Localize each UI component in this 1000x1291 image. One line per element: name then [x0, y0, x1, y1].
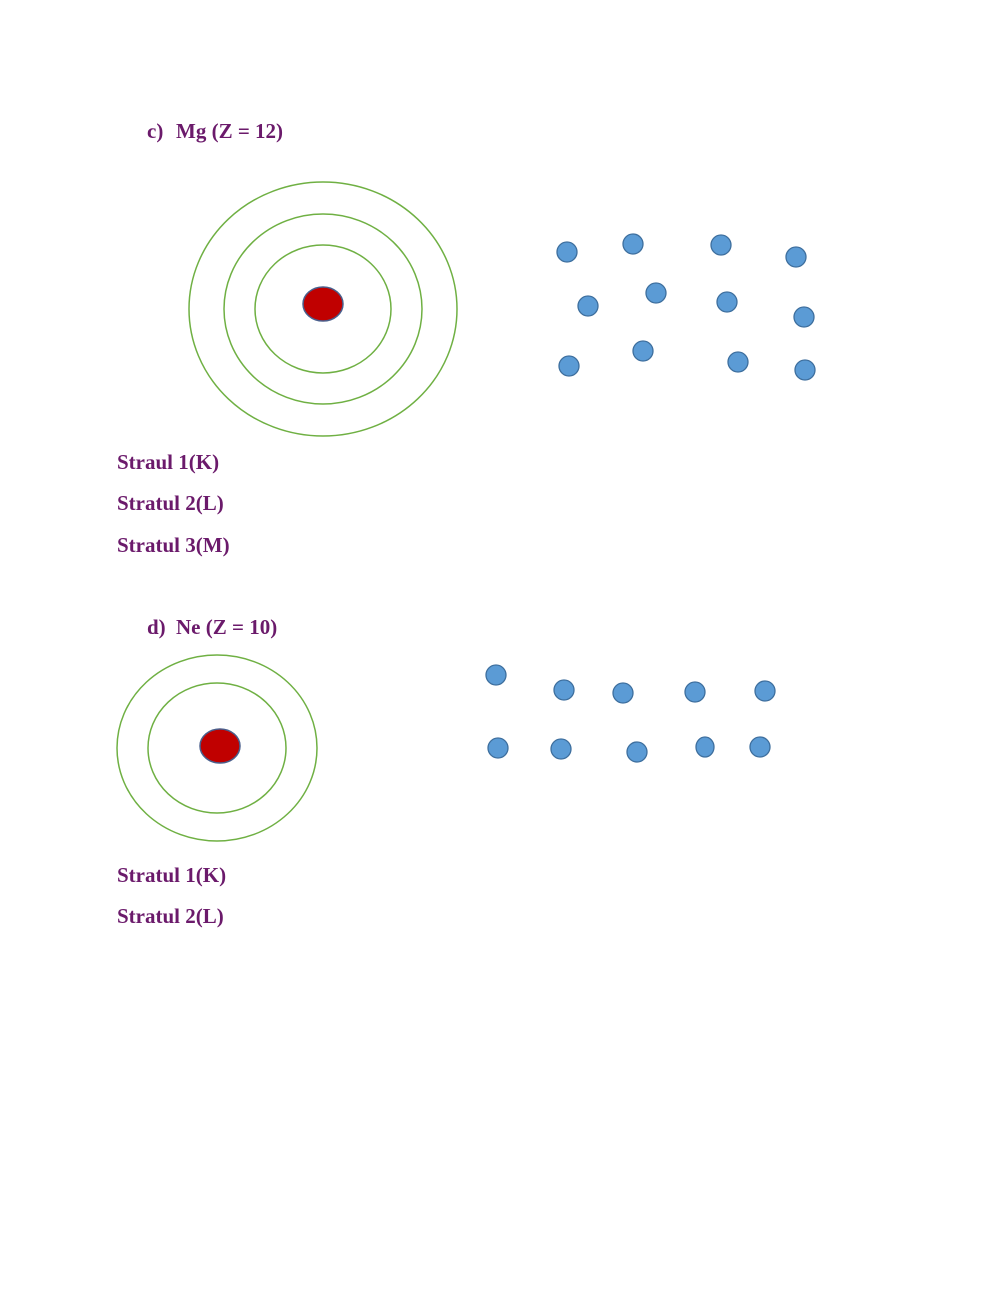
mg-layer-3-label: Stratul 3(M) — [117, 533, 230, 557]
mg-heading: c) Mg (Z = 12) — [147, 121, 283, 142]
electron-token[interactable] — [645, 282, 667, 304]
electron-token[interactable] — [622, 233, 644, 255]
mg-nucleus — [302, 286, 344, 322]
ne-heading-letter: d) — [147, 615, 166, 639]
electron-token[interactable] — [612, 682, 634, 704]
ne-shell-2-ring — [116, 654, 318, 842]
electron-token[interactable] — [553, 679, 575, 701]
electron-token[interactable] — [632, 340, 654, 362]
mg-electron-pool — [556, 233, 816, 381]
electron-token[interactable] — [727, 351, 749, 373]
ne-atom-diagram — [116, 654, 318, 842]
mg-shell-2-ring — [223, 213, 423, 405]
ne-nucleus — [199, 728, 241, 764]
mg-heading-title: Mg (Z = 12) — [176, 119, 284, 143]
electron-token[interactable] — [558, 355, 580, 377]
electron-token[interactable] — [793, 306, 815, 328]
electron-token[interactable] — [716, 291, 738, 313]
electron-token[interactable] — [684, 681, 706, 703]
electron-token[interactable] — [485, 664, 507, 686]
electron-token[interactable] — [577, 295, 599, 317]
ne-heading: d) Ne (Z = 10) — [147, 617, 277, 638]
electron-token[interactable] — [695, 736, 715, 758]
ne-heading-title: Ne (Z = 10) — [176, 615, 278, 639]
electron-token[interactable] — [785, 246, 807, 268]
mg-shell-1-ring — [254, 244, 392, 374]
electron-token[interactable] — [794, 359, 816, 381]
electron-token[interactable] — [626, 741, 648, 763]
ne-layer-1-label: Stratul 1(K) — [117, 863, 227, 887]
mg-heading-letter: c) — [147, 119, 164, 143]
mg-atom-diagram — [188, 181, 458, 437]
ne-layer-2-label: Stratul 2(L) — [117, 904, 224, 928]
mg-layer-2-label: Stratul 2(L) — [117, 491, 224, 515]
electron-token[interactable] — [710, 234, 732, 256]
mg-shell-3-ring — [188, 181, 458, 437]
electron-token[interactable] — [556, 241, 578, 263]
electron-token[interactable] — [487, 737, 509, 759]
electron-token[interactable] — [749, 736, 771, 758]
electron-token[interactable] — [550, 738, 572, 760]
mg-layer-1-label: Straul 1(K) — [117, 450, 220, 474]
ne-electron-pool — [485, 664, 776, 763]
ne-shell-1-ring — [147, 682, 287, 814]
electron-token[interactable] — [754, 680, 776, 702]
